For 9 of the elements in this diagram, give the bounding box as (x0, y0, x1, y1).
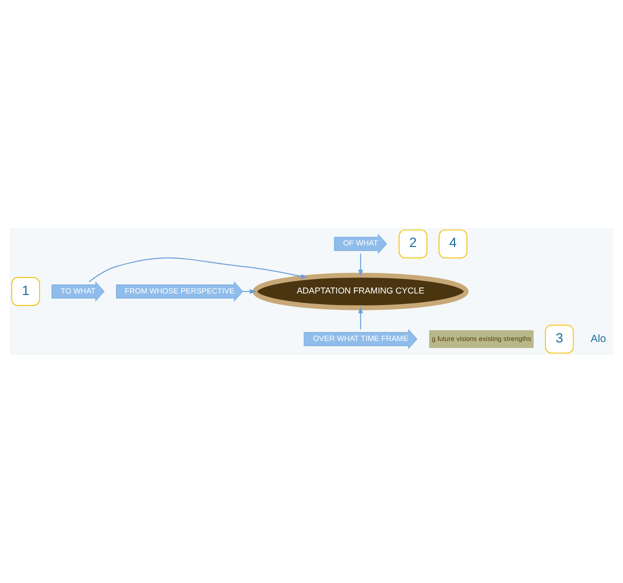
node-box: 3 (544, 324, 574, 354)
arrow (358, 306, 363, 330)
arrow (88, 257, 308, 282)
label: Alo (590, 332, 606, 345)
node-box: 4 (438, 229, 468, 258)
node-box: 2 (398, 229, 428, 258)
arrow (242, 289, 256, 294)
node-box: 1 (11, 277, 40, 306)
arrow (358, 253, 363, 276)
